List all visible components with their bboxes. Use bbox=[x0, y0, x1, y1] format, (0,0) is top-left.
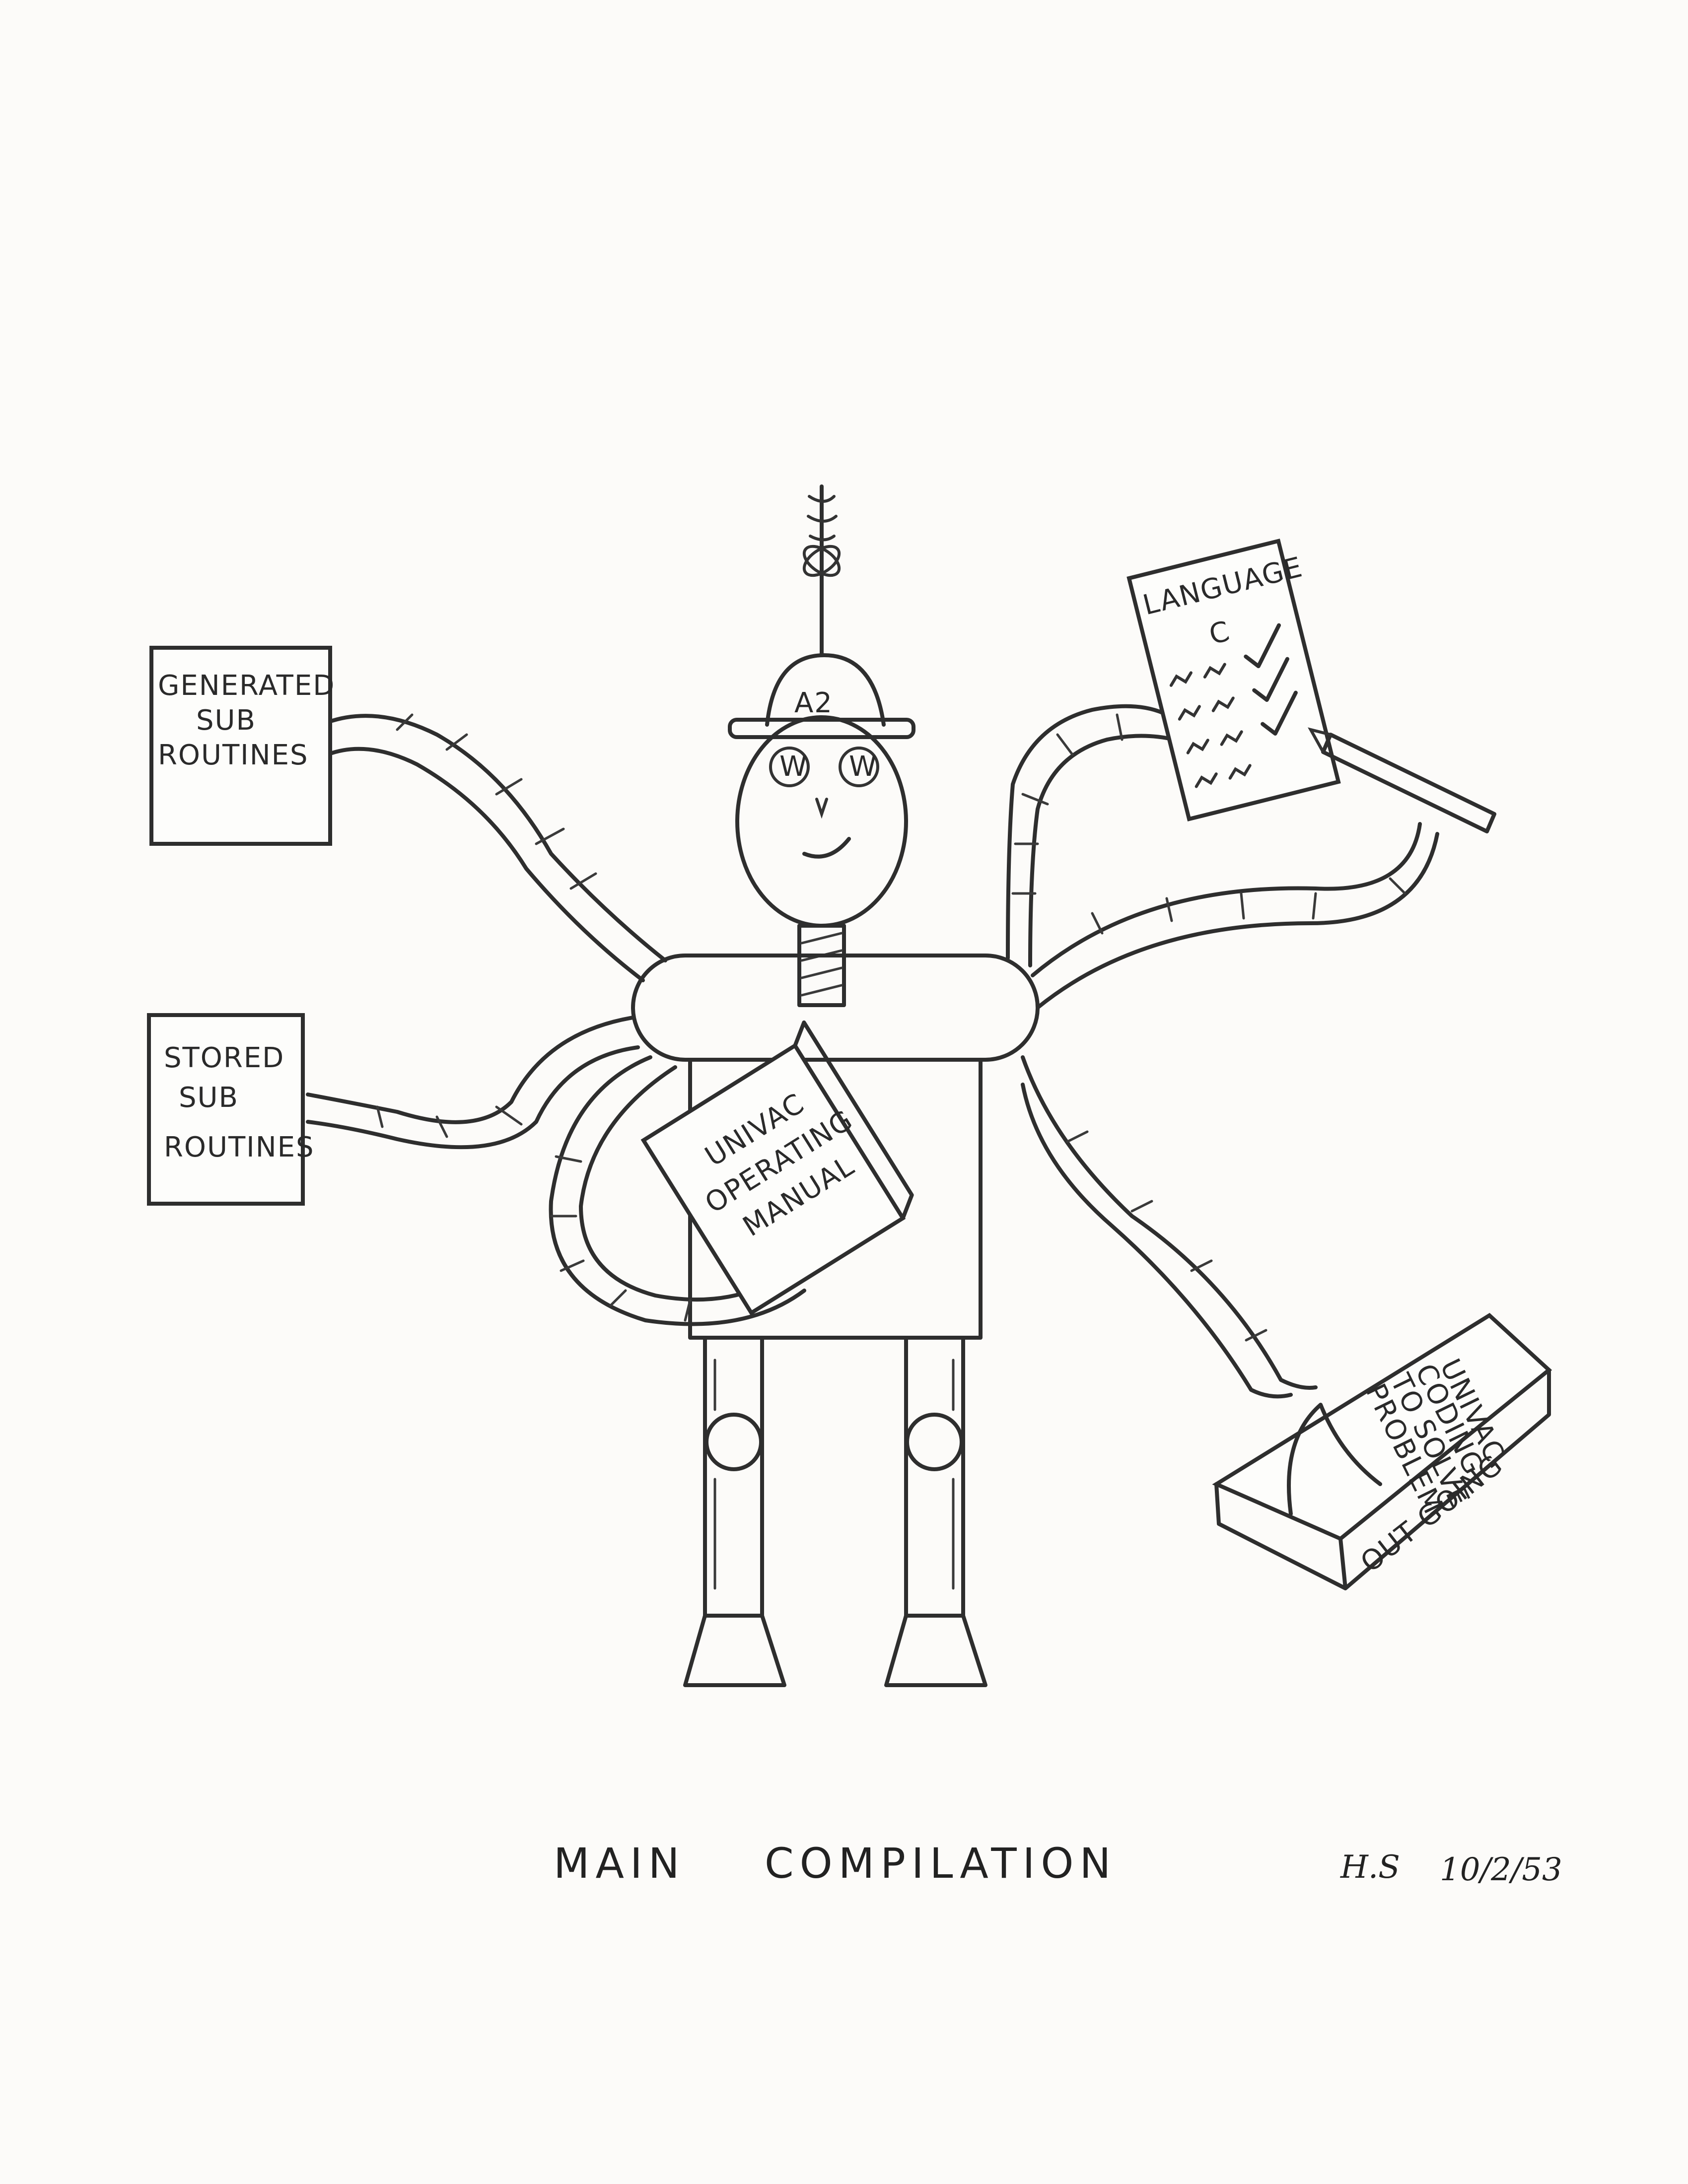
right-eye bbox=[839, 747, 879, 787]
svg-text:W: W bbox=[849, 751, 877, 783]
svg-text:SUB: SUB bbox=[196, 704, 256, 737]
artist-initials: H.S bbox=[1340, 1849, 1400, 1886]
stored-sub-routines-page: STORED SUB ROUTINES bbox=[147, 1013, 315, 1206]
robot-arms bbox=[306, 704, 1439, 1399]
svg-text:STORED: STORED bbox=[164, 1042, 284, 1074]
robot-legs bbox=[683, 1336, 987, 1687]
language-c-page: LANGUAGE C bbox=[1126, 539, 1341, 821]
robot-badge: A2 bbox=[794, 687, 833, 719]
generated-sub-routines-page: GENERATED SUB ROUTINES bbox=[149, 646, 335, 846]
outgoing-tape-box: UNIVAC CODING TO SOLVE PROBLEM OUT GOING bbox=[1212, 1313, 1552, 1590]
robot-head: A2 W W bbox=[728, 653, 915, 1007]
drawing-date: 10/2/53 bbox=[1440, 1851, 1562, 1888]
caption-compilation: COMPILATION bbox=[765, 1839, 1117, 1888]
svg-text:W: W bbox=[779, 751, 808, 783]
left-eye bbox=[769, 747, 810, 787]
svg-text:SUB: SUB bbox=[179, 1082, 239, 1114]
svg-text:ROUTINES: ROUTINES bbox=[158, 739, 309, 771]
svg-text:GENERATED: GENERATED bbox=[158, 670, 335, 702]
caption-main: MAIN bbox=[554, 1839, 686, 1888]
svg-text:ROUTINES: ROUTINES bbox=[164, 1131, 315, 1163]
operating-manual-book: UNIVAC OPERATING MANUAL bbox=[640, 1020, 914, 1316]
antenna bbox=[802, 484, 841, 657]
pencil-icon bbox=[1308, 727, 1496, 833]
